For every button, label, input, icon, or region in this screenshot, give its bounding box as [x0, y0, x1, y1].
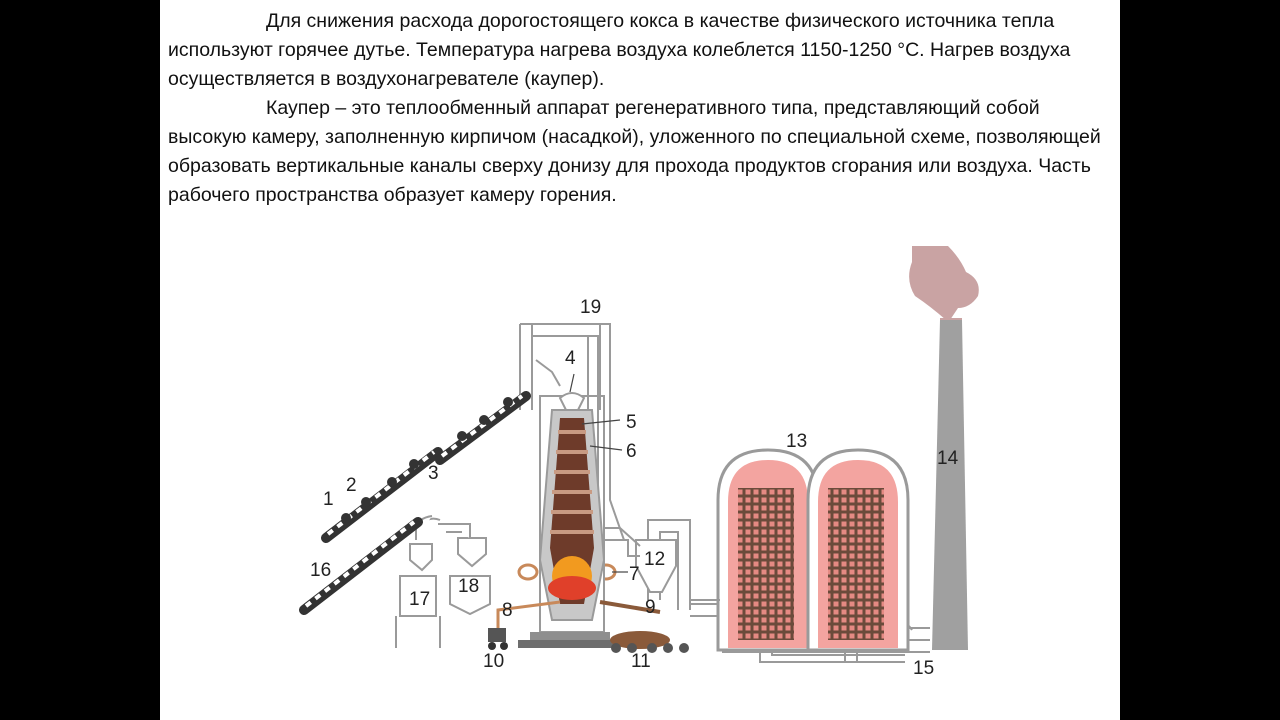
label-5: 5: [626, 412, 637, 433]
label-14: 14: [937, 448, 959, 469]
label-15: 15: [913, 658, 934, 679]
label-10: 10: [483, 651, 504, 672]
label-4: 4: [565, 348, 576, 369]
conveyor-upper-1: [321, 447, 443, 543]
leader-lines: [569, 373, 628, 573]
dust-catcher: [635, 519, 720, 610]
label-2: 2: [346, 475, 357, 496]
label-12: 12: [644, 549, 665, 570]
chimney: [909, 246, 979, 650]
paragraph-cowper-definition: Каупер – это теплообменный аппарат реген…: [168, 97, 1101, 206]
slide: Для снижения расхода дорогостоящего кокс…: [160, 0, 1120, 720]
label-19: 19: [580, 297, 601, 318]
label-8: 8: [502, 600, 513, 621]
paragraph-hot-blast: Для снижения расхода дорогостоящего кокс…: [168, 10, 1071, 90]
blast-furnace: [538, 392, 606, 621]
label-1: 1: [323, 489, 334, 510]
label-16: 16: [310, 560, 331, 581]
label-6: 6: [626, 441, 637, 462]
storage-bins: [395, 515, 491, 648]
diagram-labels: 1 2 3 4 5 6 7 8 9 10 11 12 13 14 15 16 1…: [310, 297, 959, 679]
conveyor-upper-2: [435, 391, 531, 465]
label-13: 13: [786, 431, 807, 452]
label-17: 17: [409, 589, 430, 610]
ladles: [488, 600, 689, 653]
blast-furnace-diagram: 1 2 3 4 5 6 7 8 9 10 11 12 13 14 15 16 1…: [299, 246, 979, 679]
conveyor-lower: [299, 517, 423, 615]
label-7: 7: [629, 564, 640, 585]
label-18: 18: [458, 576, 479, 597]
label-11: 11: [631, 651, 651, 672]
cowper-stove-1: [716, 448, 820, 652]
label-3: 3: [428, 463, 439, 484]
label-9: 9: [645, 597, 656, 618]
cowper-stove-2: [806, 448, 910, 652]
